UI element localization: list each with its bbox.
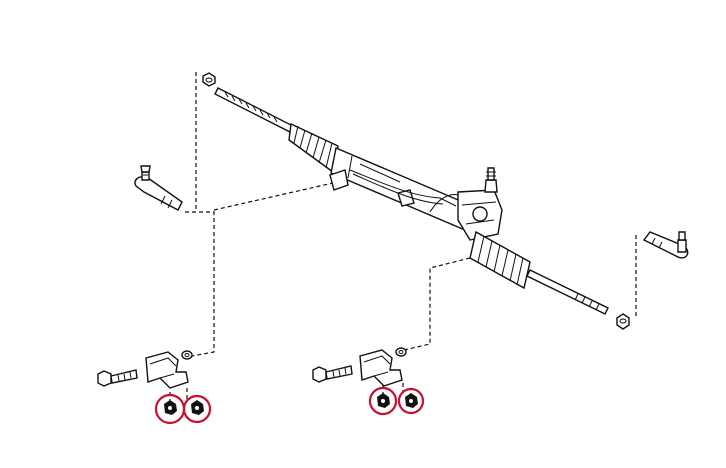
highlight-circle xyxy=(182,394,212,424)
washer-right xyxy=(395,347,407,357)
nut-right xyxy=(616,313,630,330)
mount-bracket-right xyxy=(359,349,403,387)
mount-bolt-right xyxy=(312,365,353,383)
mount-bolt-left xyxy=(97,369,138,387)
fastener-4 xyxy=(397,387,425,415)
tie-rod-end-left xyxy=(134,165,183,211)
washer-left xyxy=(181,350,193,360)
highlight-circle xyxy=(397,387,425,415)
steering-rack xyxy=(214,87,609,315)
fastener-3 xyxy=(368,386,398,416)
fastener-2 xyxy=(182,394,212,424)
highlight-circle xyxy=(368,386,398,416)
tie-rod-end-right xyxy=(642,231,689,259)
nut-left xyxy=(202,72,216,87)
highlighted-fasteners xyxy=(154,386,425,425)
mount-bracket-left xyxy=(145,351,189,389)
